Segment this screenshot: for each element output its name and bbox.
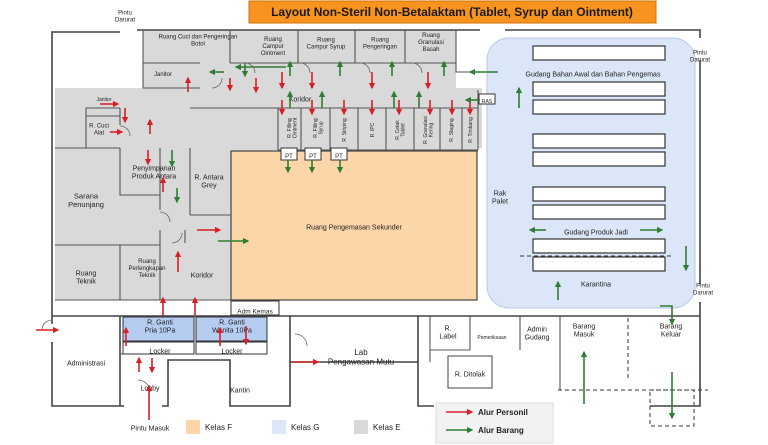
title-text: Layout Non-Steril Non-Betalaktam (Tablet… [271, 5, 633, 19]
adm-kemas-room [230, 300, 280, 316]
label-kantin: Kantin [230, 387, 250, 394]
label-ras: RAS [482, 99, 493, 105]
label-r-ditolak: R. Ditolak [455, 371, 486, 378]
label-r-staging: R. Staging [449, 118, 455, 142]
pt-box [304, 147, 322, 161]
ruang-pengemasan-sekunder [230, 150, 478, 301]
pass-through-boxes [280, 93, 496, 161]
label-administrasi: Administrasi [67, 360, 106, 367]
label-pemeriksaan: Pemeriksaan [477, 335, 506, 341]
label-locker-1: Locker [149, 348, 171, 355]
legend-kelas-g: Kelas G [291, 423, 319, 432]
label-pt-3: PT [335, 154, 343, 160]
label-r-ipc: R. IPC [370, 122, 376, 137]
label-pt-1: PT [285, 154, 293, 160]
legend-alur-personil: Alur Personil [478, 408, 528, 417]
label-locker-2: Locker [221, 348, 243, 355]
legend-swatch-kelas-e [354, 420, 368, 434]
label-gudang-bahan: Gudang Bahan Awal dan Bahan Pengemas [526, 72, 661, 79]
label-gudang-produk-jadi: Gudang Produk Jadi [564, 229, 628, 236]
racks [532, 45, 666, 272]
locker-wanita [195, 341, 268, 355]
legend-box [435, 402, 554, 444]
door-gaps [50, 28, 702, 408]
pt-box [280, 147, 298, 161]
legend-swatch-kelas-g [272, 420, 286, 434]
label-adm-kemas: Adm Kemas [237, 308, 273, 315]
r-ganti-wanita [195, 316, 268, 342]
legend-kelas-f: Kelas F [205, 423, 232, 432]
label-janitor-small: Janitor [96, 97, 111, 103]
locker-pria [122, 341, 195, 355]
pt-box [330, 147, 348, 161]
label-r-timbang: R. Timbang [468, 117, 474, 143]
personnel-flow [36, 72, 474, 420]
label-lobby: Lobby [140, 385, 160, 392]
legend: Kelas F Kelas G Kelas E Alur Personil Al… [186, 402, 554, 444]
goods-flow [168, 60, 690, 420]
legend-alur-barang: Alur Barang [478, 426, 524, 435]
label-koridor-top: Koridor [289, 97, 312, 104]
legend-kelas-e: Kelas E [373, 423, 401, 432]
label-r-filling-ointment: R. FillingOintment [287, 117, 299, 138]
label-r-label: R.Label [439, 325, 457, 340]
label-pintu-masuk: Pintu Masuk [131, 425, 170, 432]
label-karantina: Karantina [581, 281, 611, 288]
legend-swatch-kelas-f [186, 420, 200, 434]
label-ruang-pengemasan-sekunder: Ruang Pengemasan Sekunder [306, 224, 402, 231]
label-r-filling-syrup: R. FillingSyrup [313, 118, 325, 138]
walls [51, 29, 701, 407]
label-r-cetak-tablet: R. CetakTablet [395, 120, 407, 140]
label-koridor-mid: Koridor [191, 272, 214, 279]
label-r-granulasi-kering: R. GranulasiKering [423, 116, 435, 144]
label-pt-2: PT [309, 154, 317, 160]
title-box [248, 0, 657, 24]
ras-box [478, 93, 496, 105]
kelas-e-zone [55, 30, 482, 300]
label-janitor-top: Janitor [154, 72, 172, 78]
label-r-striping: R. Striping [342, 118, 348, 142]
r-ganti-pria [122, 316, 195, 342]
